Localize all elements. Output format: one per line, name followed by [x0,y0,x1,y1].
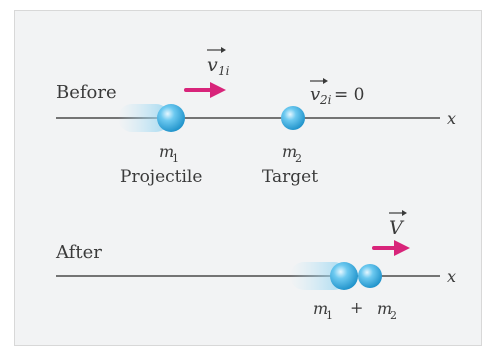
projectile-motion-blur [118,104,170,132]
after-axis-label: x [447,267,456,286]
combined-m1-symbol: m [313,299,328,318]
m2-subscript: 2 [295,152,302,165]
v1i-symbol: v [207,54,218,76]
v2i-symbol: v [310,84,320,105]
target-ball [281,106,305,130]
combined-ball-m1 [330,262,358,290]
before-label: Before [56,82,117,103]
v1i-subscript: 1i [218,64,230,78]
v2i-label: v 2i = 0 [310,78,364,107]
V-label: V [389,210,407,239]
plus-sign: + [350,298,363,317]
v2i-subscript: 2i [319,93,332,107]
combined-m1-subscript: 1 [326,309,333,322]
v2i-value: = 0 [334,85,364,105]
m2-symbol: m [282,142,297,161]
figure-panel [14,10,482,346]
projectile-caption: Projectile [120,167,202,187]
m1-symbol: m [159,142,174,161]
projectile-ball [157,104,185,132]
velocity-arrow-v1i [184,82,226,98]
combined-m2-symbol: m [377,299,392,318]
m1-subscript: 1 [172,152,179,165]
v1i-label: v 1i [207,47,230,78]
combined-ball-m2 [358,264,382,288]
after-label: After [55,242,102,263]
before-axis-label: x [447,109,456,128]
target-caption: Target [262,167,318,187]
combined-m2-subscript: 2 [390,309,397,322]
velocity-arrow-V [372,240,410,256]
V-symbol: V [389,217,405,239]
